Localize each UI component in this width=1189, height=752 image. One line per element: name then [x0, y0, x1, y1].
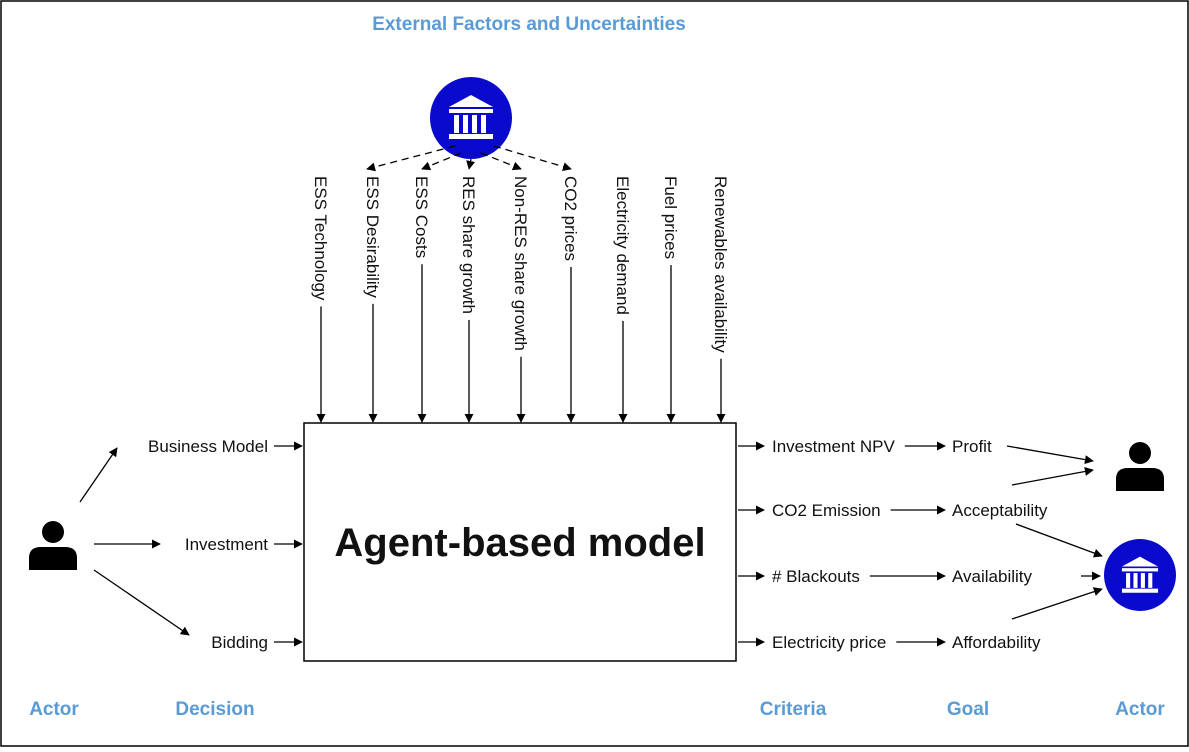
factor-label-ess-technology: ESS Technology [311, 176, 330, 301]
criterion-co2-emission: CO2 Emission [772, 501, 881, 520]
factor-label-electricity-demand: Electricity demand [613, 176, 632, 315]
actor-to-business-model-arrow [79, 447, 118, 503]
factor-label-ess-desirability: ESS Desirability [363, 176, 382, 298]
dashed-connector-1 [366, 145, 456, 172]
footer-actor-right: Actor [1115, 699, 1165, 720]
agent-based-model-label: Agent-based model [334, 521, 705, 565]
factor-label-fuel-prices: Fuel prices [661, 176, 680, 259]
dashed-connector-5 [493, 145, 572, 171]
acceptability-to-institution-arrow [1015, 523, 1103, 558]
factor-label-non-res-share-growth: Non-RES share growth [511, 176, 530, 351]
external-factors-group: ESS Technology ESS Desirability ESS Costs R… [311, 176, 730, 423]
footer-actor-left: Actor [29, 699, 79, 720]
criterion-blackouts: # Blackouts [772, 567, 860, 586]
factor-label-renewables-availability: Renewables availability [711, 176, 730, 353]
left-actor-person-icon [29, 521, 77, 570]
decision-business-model: Business Model [148, 437, 268, 456]
dashed-connector-3 [466, 158, 476, 170]
external-factors-title: External Factors and Uncertainties [372, 14, 686, 35]
affordability-to-institution-arrow [1011, 587, 1103, 620]
dashed-connectors [366, 145, 572, 172]
goal-acceptability: Acceptability [952, 501, 1048, 520]
decision-bidding: Bidding [211, 633, 268, 652]
goal-affordability: Affordability [952, 633, 1041, 652]
actor-to-bidding-arrow [93, 569, 190, 636]
decision-investment: Investment [185, 535, 268, 554]
factor-label-res-share-growth: RES share growth [459, 176, 478, 314]
agent-based-model-box [303, 422, 737, 662]
acceptability-to-person-arrow [1011, 467, 1094, 486]
right-actor-person-icon [1116, 442, 1164, 491]
profit-to-person-arrow [1006, 445, 1094, 465]
footer-decision: Decision [175, 699, 254, 720]
criterion-investment-npv: Investment NPV [772, 437, 895, 456]
criterion-electricity-price: Electricity price [772, 633, 886, 652]
dashed-connector-4 [480, 152, 522, 171]
footer-goal: Goal [947, 699, 989, 720]
goal-availability: Availability [952, 567, 1033, 586]
factor-label-co2-prices: CO2 prices [561, 176, 580, 261]
government-building-icon [430, 77, 512, 159]
footer-criteria: Criteria [760, 699, 827, 720]
right-institution-government-building-icon [1104, 539, 1176, 611]
goal-profit: Profit [952, 437, 992, 456]
dashed-connector-2 [421, 152, 462, 171]
factor-label-ess-costs: ESS Costs [412, 176, 431, 258]
